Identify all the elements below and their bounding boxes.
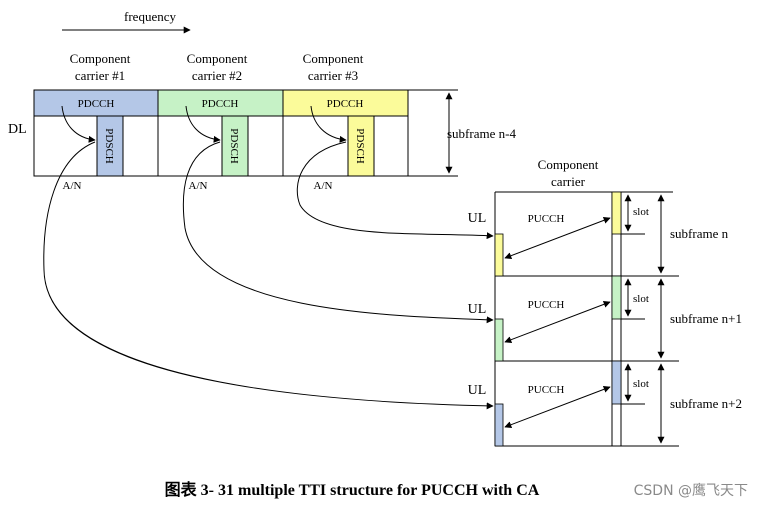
pucch-high-n1 — [611, 275, 622, 320]
pdsch-label-cc1: PDSCH — [103, 128, 115, 164]
schedule-arrow-cc1 — [61, 105, 96, 143]
ul-grid — [494, 191, 679, 447]
pucch-low-n2 — [494, 403, 504, 447]
ul-subframe-label-n1: subframe n+1 — [670, 311, 742, 326]
pucch-hop-arrow-n — [504, 216, 611, 260]
pucch-hop-arrow-n1 — [504, 300, 611, 344]
schedule-arrow-cc2 — [185, 105, 221, 143]
schedule-arrow-cc3 — [310, 105, 347, 143]
pdcch-cc3 — [282, 89, 409, 117]
carrier-2-title-line1: Component — [187, 51, 248, 66]
dl-subframe-label: subframe n-4 — [447, 126, 516, 141]
carrier-1-title-line1: Component — [70, 51, 131, 66]
pucch-high-n — [611, 191, 622, 235]
pucch-label-n1: PUCCH — [528, 299, 565, 311]
pucch-high-n2 — [611, 360, 622, 405]
pdcch-label-cc2: PDCCH — [202, 98, 239, 110]
pdcch-cc1 — [33, 89, 159, 117]
ul-label-n1: UL — [468, 302, 487, 317]
carrier-3-title-line2: carrier #3 — [308, 68, 358, 83]
ul-label-n: UL — [468, 211, 487, 226]
slot-label-n1: slot — [633, 293, 649, 305]
carrier-2-title-line2: carrier #2 — [192, 68, 242, 83]
an-label-cc1: A/N — [63, 180, 82, 192]
pdsch-cc1 — [96, 115, 124, 177]
frequency-label: frequency — [124, 9, 176, 24]
carrier-1-title-line2: carrier #1 — [75, 68, 125, 83]
ul-subframe-label-n: subframe n — [670, 226, 729, 241]
an-curve-cc1 — [43, 141, 494, 410]
ul-label-n2: UL — [468, 383, 487, 398]
ul-header-line1: Component — [538, 157, 599, 172]
pucch-hop-arrow-n2 — [504, 385, 611, 429]
pdsch-label-cc2: PDSCH — [228, 128, 240, 164]
dl-grid — [33, 89, 409, 177]
ul-header-line2: carrier — [551, 174, 586, 189]
carrier-3-title-line1: Component — [303, 51, 364, 66]
pdsch-label-cc3: PDSCH — [354, 128, 366, 164]
an-curve-cc3 — [296, 141, 494, 240]
pucch-label-n: PUCCH — [528, 213, 565, 225]
pucch-label-n2: PUCCH — [528, 384, 565, 396]
ul-subframe-label-n2: subframe n+2 — [670, 396, 742, 411]
slot-label-n: slot — [633, 206, 649, 218]
pdcch-label-cc3: PDCCH — [327, 98, 364, 110]
dl-label: DL — [8, 122, 27, 137]
pdsch-cc2 — [221, 115, 249, 177]
pucch-low-n1 — [494, 318, 504, 362]
an-label-cc3: A/N — [314, 180, 333, 192]
pdsch-cc3 — [347, 115, 375, 177]
pucch-low-n — [494, 233, 504, 277]
pdcch-label-cc1: PDCCH — [78, 98, 115, 110]
watermark: CSDN @鹰飞天下 — [634, 483, 748, 499]
figure-caption: 图表 3- 31 multiple TTI structure for PUCC… — [165, 480, 540, 499]
an-curve-cc2 — [182, 141, 494, 324]
slot-label-n2: slot — [633, 378, 649, 390]
an-label-cc2: A/N — [189, 180, 208, 192]
